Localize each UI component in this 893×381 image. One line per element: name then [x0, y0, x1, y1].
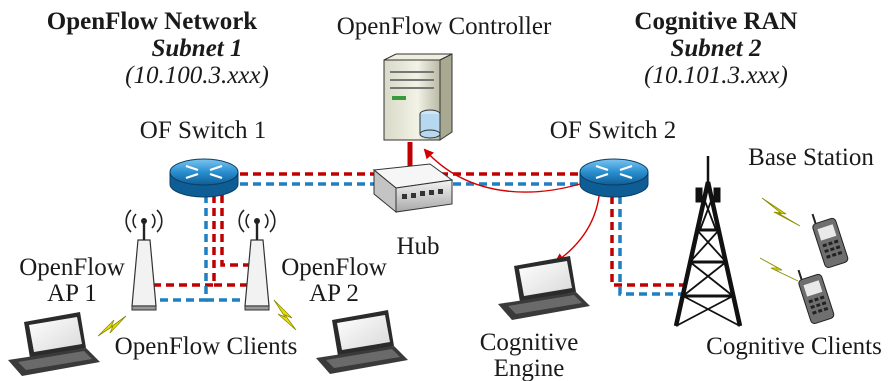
cognitive-client-phone-icon-bottom [797, 269, 835, 324]
ap2-antenna-icon [238, 209, 276, 311]
cognitive-clients-label: Cognitive Clients [706, 333, 882, 360]
cognitive-client-phone-icon-top [811, 213, 849, 268]
hub-label: Hub [396, 233, 439, 260]
switch1-router-icon [169, 158, 239, 198]
wireless-bolt-icons [97, 197, 801, 337]
cognitive-engine-label-line1: Cognitive [480, 329, 579, 356]
flow-arrows [423, 148, 601, 264]
openflow-client-laptop-icon-left [8, 312, 100, 376]
openflow-client-laptop-icon-right [316, 310, 408, 374]
ap1-antenna-icon [125, 209, 163, 311]
subnet2-title: Cognitive RAN [634, 8, 797, 35]
link-hub-switch2 [440, 172, 580, 186]
ap1-label-line2: AP 1 [47, 280, 97, 307]
subnet2-name: Subnet 2 [670, 35, 761, 62]
link-switch2-basestation [610, 196, 690, 296]
subnet1-label: OpenFlow Network Subnet 1 (10.100.3.xxx) [47, 8, 269, 89]
switch2-label: OF Switch 2 [550, 117, 676, 144]
hub-icon [372, 163, 454, 214]
ap2-label-line2: AP 2 [309, 280, 359, 307]
subnet1-name: Subnet 1 [151, 35, 242, 62]
controller-server-icon [383, 53, 453, 141]
controller-label: OpenFlow Controller [337, 13, 552, 40]
switch1-label: OF Switch 1 [140, 117, 266, 144]
link-switch1-hub [240, 172, 382, 186]
subnet1-range: (10.100.3.xxx) [125, 62, 269, 89]
base-station-label: Base Station [748, 144, 874, 171]
link-switch1-aps [146, 195, 258, 302]
subnet2-label: Cognitive RAN Subnet 2 (10.101.3.xxx) [634, 8, 797, 89]
ap2-label-line1: OpenFlow [281, 254, 387, 281]
cognitive-engine-laptop-icon [498, 256, 590, 320]
subnet2-range: (10.101.3.xxx) [644, 62, 788, 89]
subnet1-title: OpenFlow Network [47, 8, 257, 35]
ap1-label-line1: OpenFlow [19, 254, 125, 281]
switch2-router-icon [579, 158, 649, 198]
openflow-clients-label: OpenFlow Clients [115, 333, 298, 360]
cognitive-engine-label-line2: Engine [494, 355, 565, 381]
base-station-tower-icon [673, 156, 743, 327]
